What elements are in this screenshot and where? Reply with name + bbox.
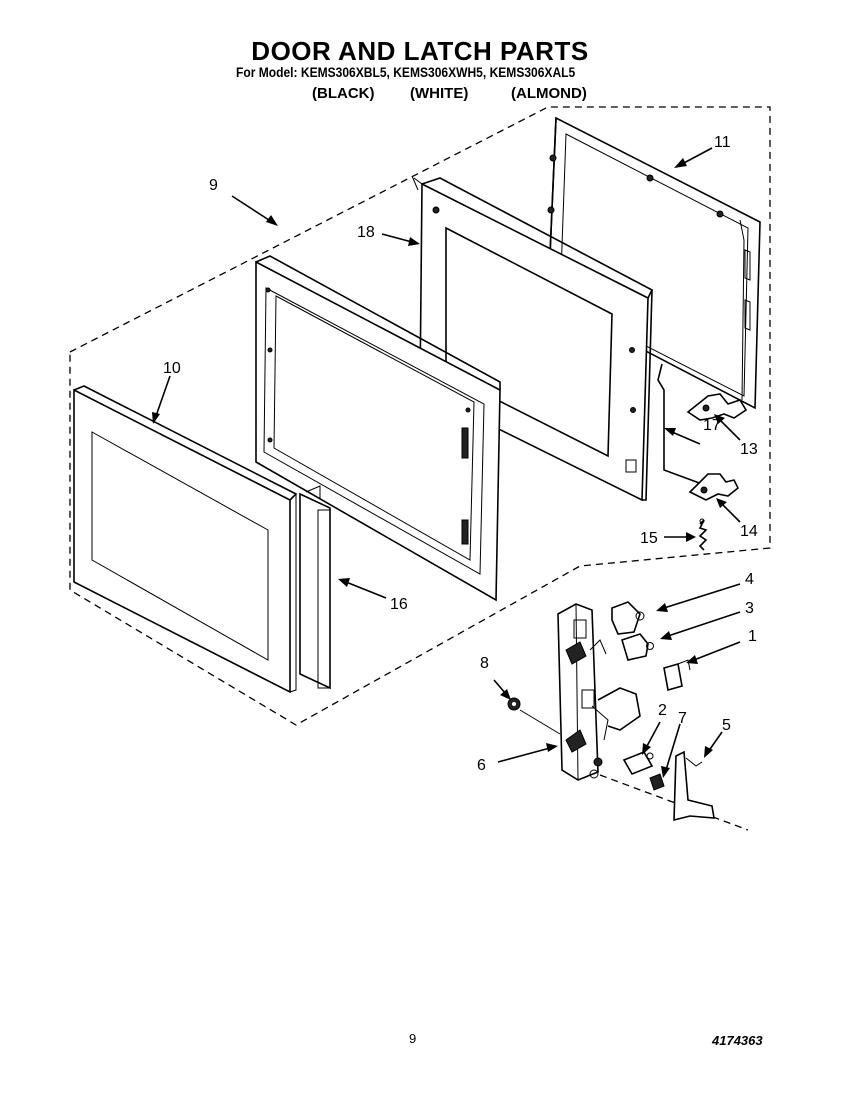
- part-13-upper-hook: [686, 393, 748, 421]
- color-label-white: (WHITE): [410, 85, 469, 102]
- callout-2: 2: [658, 702, 667, 719]
- part-4-switch: [611, 601, 645, 635]
- callout-15: 15: [640, 530, 658, 547]
- part-2-switch: [622, 750, 654, 776]
- part-8-nut: [507, 697, 521, 711]
- part-outer-door-glass: [73, 385, 298, 694]
- door-assembly-outline: [69, 106, 771, 726]
- callout-6: 6: [477, 757, 486, 774]
- part-7-screw: [649, 773, 665, 791]
- model-list: For Model: KEMS306XBL5, KEMS306XWH5, KEM…: [236, 64, 576, 80]
- callout-18: 18: [357, 224, 375, 241]
- part-6-latch-base: [557, 603, 599, 781]
- callout-10: 10: [163, 360, 181, 377]
- page-title: DOOR AND LATCH PARTS: [251, 36, 589, 66]
- callout-7: 7: [678, 710, 687, 727]
- part-17-latch-bracket: [657, 363, 703, 485]
- part-10-door-panel: [255, 255, 501, 602]
- callout-14: 14: [740, 523, 758, 540]
- color-label-black: (BLACK): [312, 85, 375, 102]
- part-14-lower-hook: [688, 473, 740, 501]
- part-3-switch: [621, 633, 654, 661]
- part-5-lever: [673, 750, 715, 822]
- callout-16: 16: [390, 596, 408, 613]
- callout-8: 8: [480, 655, 489, 672]
- callout-9: 9: [209, 177, 218, 194]
- part-15-spring: [698, 518, 708, 551]
- callout-3: 3: [745, 600, 754, 617]
- part-16-strip: [299, 485, 331, 690]
- leader-lines: [152, 147, 741, 778]
- part-1-switch: [663, 659, 691, 692]
- color-label-almond: (ALMOND): [511, 85, 587, 102]
- callout-13: 13: [740, 441, 758, 458]
- callout-5: 5: [722, 717, 731, 734]
- latch-link: [597, 687, 641, 731]
- part-18-inner-frame: [411, 175, 654, 502]
- callout-1: 1: [748, 628, 757, 645]
- page-number: 9: [409, 1031, 417, 1046]
- callout-17: 17: [703, 417, 721, 434]
- callout-4: 4: [745, 571, 754, 588]
- callout-11: 11: [714, 134, 731, 151]
- document-number: 4174363: [712, 1033, 763, 1048]
